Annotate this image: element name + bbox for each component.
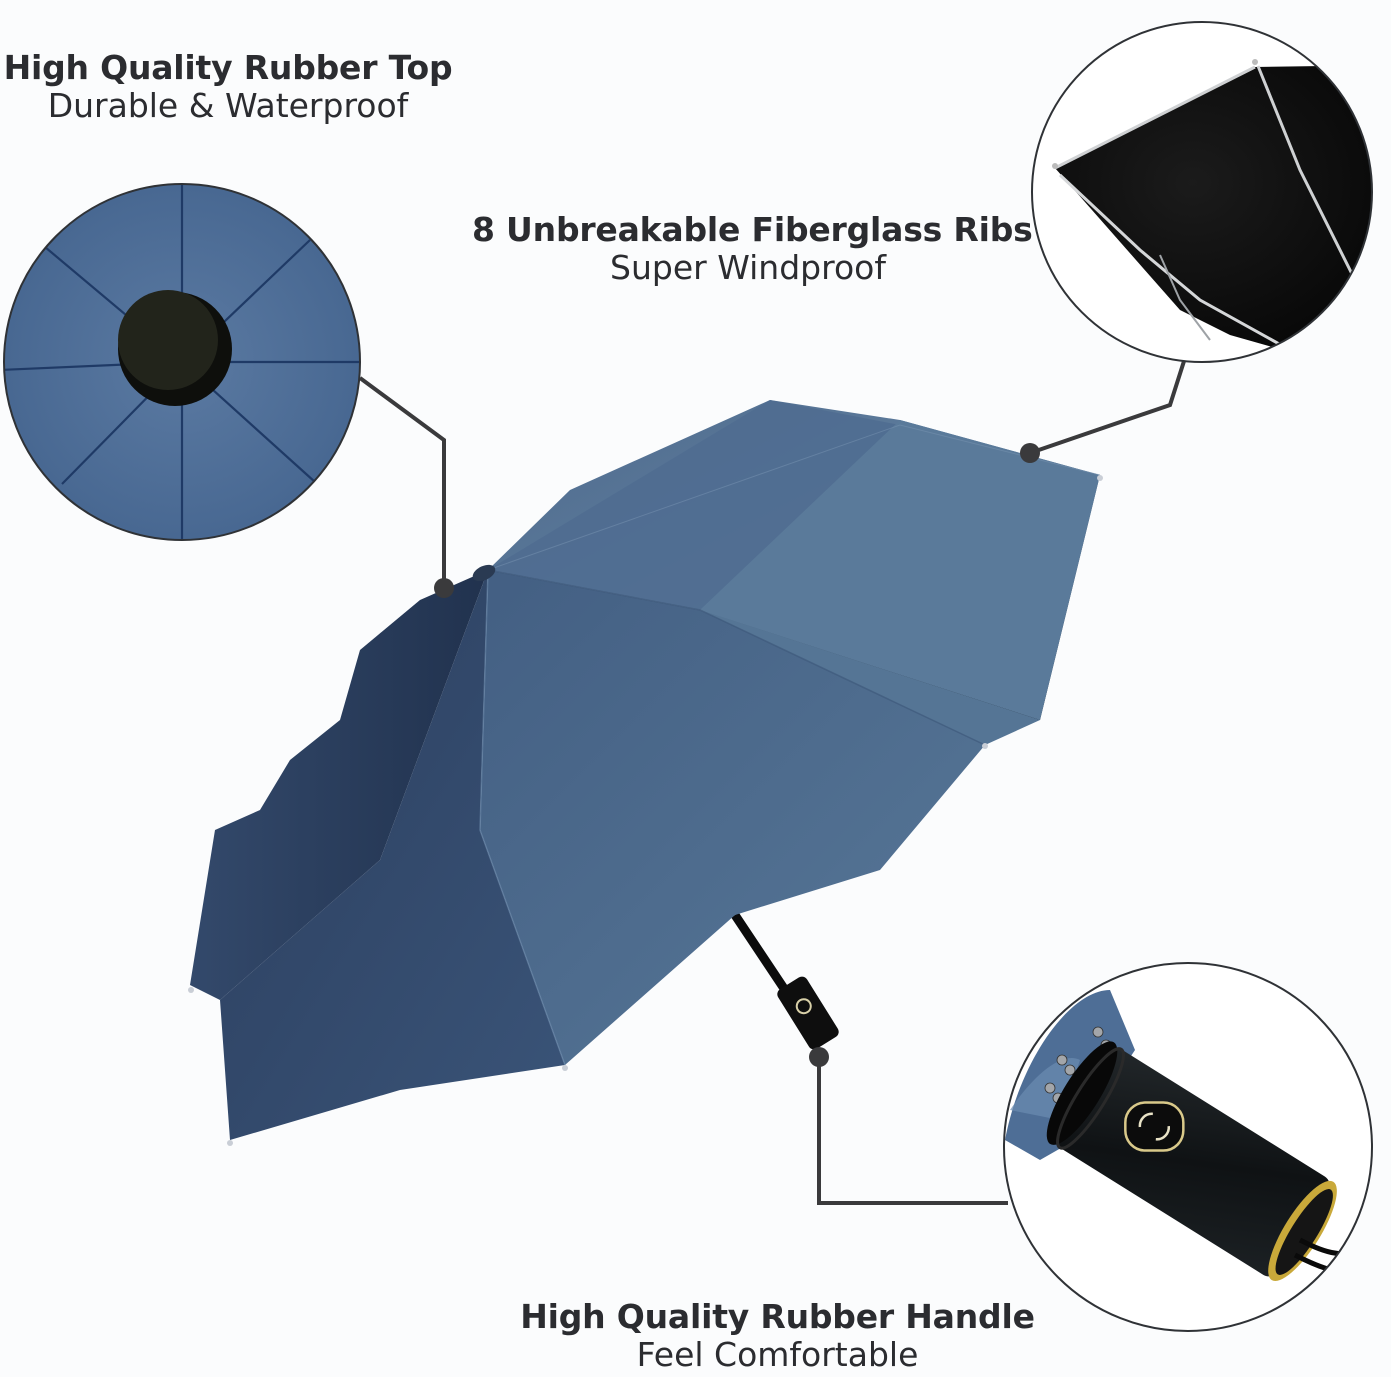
feature-label-rubber-top: High Quality Rubber Top Durable & Waterp… — [0, 49, 456, 125]
handle-closeup — [1003, 962, 1373, 1332]
rubber-top-closeup — [3, 183, 361, 541]
canopy-panel-right-lower — [700, 610, 1040, 745]
canopy-panel-front-left — [220, 570, 565, 1140]
feature-title: 8 Unbreakable Fiberglass Ribs — [472, 210, 1033, 249]
umbrella-main — [188, 400, 1103, 1146]
canopy-panel-front — [480, 570, 985, 1065]
canopy-top-cap — [472, 564, 496, 582]
umbrella-shaft — [731, 912, 789, 993]
feature-title: High Quality Rubber Handle — [520, 1297, 1035, 1336]
callout-line-handle — [817, 1057, 1008, 1205]
callout-dot-handle — [809, 1047, 829, 1067]
feature-subtitle: Super Windproof — [610, 247, 886, 287]
rubber-top-cap — [118, 290, 218, 390]
feature-label-ribs: 8 Unbreakable Fiberglass Ribs Super Wind… — [472, 210, 1033, 287]
canopy-panel-right — [700, 420, 1100, 720]
canopy-panel-back — [488, 400, 900, 610]
feature-subtitle: Durable & Waterproof — [47, 85, 409, 125]
feature-title: High Quality Rubber Top — [3, 48, 453, 87]
ribs-closeup — [1031, 21, 1373, 363]
umbrella-handle — [777, 976, 839, 1050]
feature-label-handle: High Quality Rubber Handle Feel Comforta… — [515, 1298, 1040, 1374]
callout-dot-ribs — [1020, 443, 1040, 463]
callout-line-ribs — [1029, 357, 1187, 455]
callout-dot-top — [434, 578, 454, 598]
canopy-panel-left — [190, 570, 488, 1000]
callout-lines — [358, 357, 1187, 1205]
feature-subtitle: Feel Comfortable — [636, 1334, 919, 1374]
callout-line-top — [358, 376, 446, 588]
handle-button — [1124, 1101, 1185, 1152]
